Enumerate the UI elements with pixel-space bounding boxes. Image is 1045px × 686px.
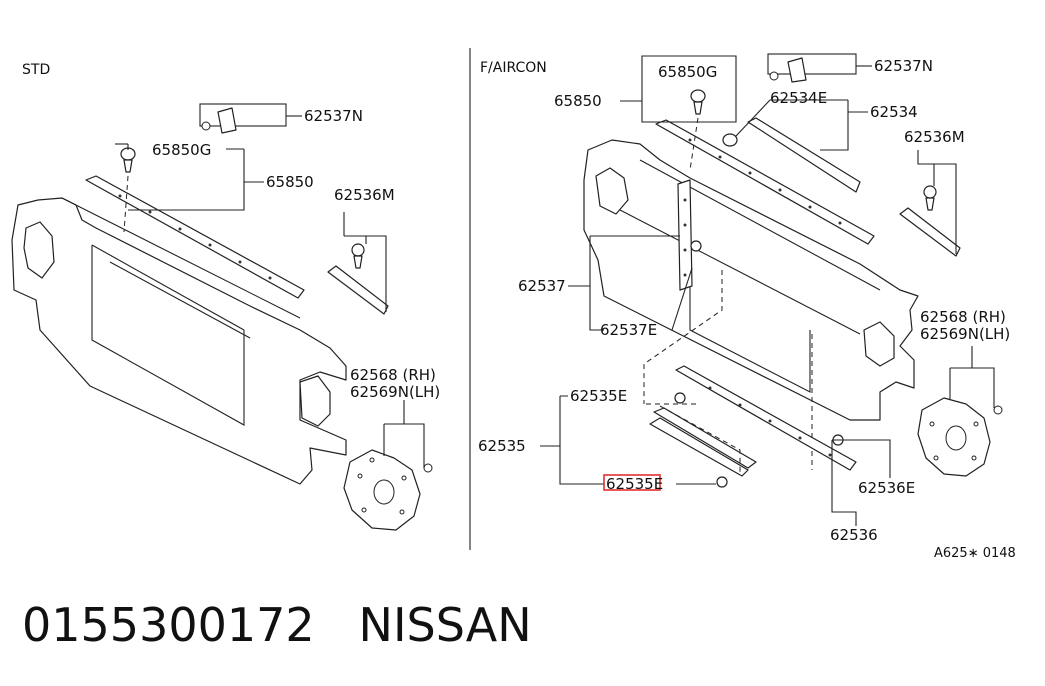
label-faircon-62568: 62568 (RH) xyxy=(920,308,1006,326)
faircon-lower-bar-62536 xyxy=(675,365,891,526)
label-faircon-62534E: 62534E xyxy=(770,89,827,107)
label-faircon-62537N: 62537N xyxy=(874,57,933,75)
std-side-plate-62568 xyxy=(343,400,433,531)
caption-brand: NISSAN xyxy=(358,598,532,652)
faircon-clip-65850G xyxy=(689,89,706,171)
highlight-box xyxy=(603,474,661,491)
faircon-bracket-62537N xyxy=(767,53,872,83)
label-std-62536M: 62536M xyxy=(334,186,395,204)
faircon-radiator-core-support xyxy=(583,139,919,421)
label-std-62569N: 62569N(LH) xyxy=(350,383,440,401)
std-bracket-62536M xyxy=(327,212,389,315)
label-faircon-62537: 62537 xyxy=(518,277,566,295)
label-faircon-62536M: 62536M xyxy=(904,128,965,146)
std-upper-bar-65850 xyxy=(85,175,305,299)
label-faircon-62535: 62535 xyxy=(478,437,526,455)
faircon-clip-62534E xyxy=(722,99,868,151)
section-title-std: STD xyxy=(22,62,50,78)
label-faircon-62537E: 62537E xyxy=(600,321,657,339)
faircon-side-plate-62568 xyxy=(917,346,1003,477)
label-faircon-62569N: 62569N(LH) xyxy=(920,325,1010,343)
label-std-62537N: 62537N xyxy=(304,107,363,125)
label-faircon-62535E-top: 62535E xyxy=(570,387,627,405)
caption-part-number: 0155300172 xyxy=(22,598,315,652)
std-bracket-62537N xyxy=(199,103,302,134)
label-faircon-62536E: 62536E xyxy=(858,479,915,497)
label-faircon-62534: 62534 xyxy=(870,103,918,121)
faircon-stay-62537 xyxy=(568,179,702,331)
label-std-62568: 62568 (RH) xyxy=(350,366,436,384)
std-radiator-core-support xyxy=(11,197,347,485)
faircon-bracket-62536M xyxy=(899,150,961,257)
faircon-bar-62534 xyxy=(747,117,861,193)
label-std-65850G: 65850G xyxy=(152,141,211,159)
faircon-upper-bar-65850 xyxy=(655,119,875,245)
label-faircon-62535E-bottom: 62535E xyxy=(606,475,663,493)
label-faircon-65850: 65850 xyxy=(554,92,602,110)
label-std-65850: 65850 xyxy=(266,173,314,191)
faircon-bracket-62535 xyxy=(540,392,757,488)
label-faircon-62536: 62536 xyxy=(830,526,878,544)
reference-code: A625∗ 0148 xyxy=(934,546,1016,561)
section-title-faircon: F/AIRCON xyxy=(480,60,547,76)
caption: 0155300172 NISSAN xyxy=(22,598,532,652)
std-clip-65850G xyxy=(115,143,244,233)
label-faircon-65850G: 65850G xyxy=(658,63,717,81)
